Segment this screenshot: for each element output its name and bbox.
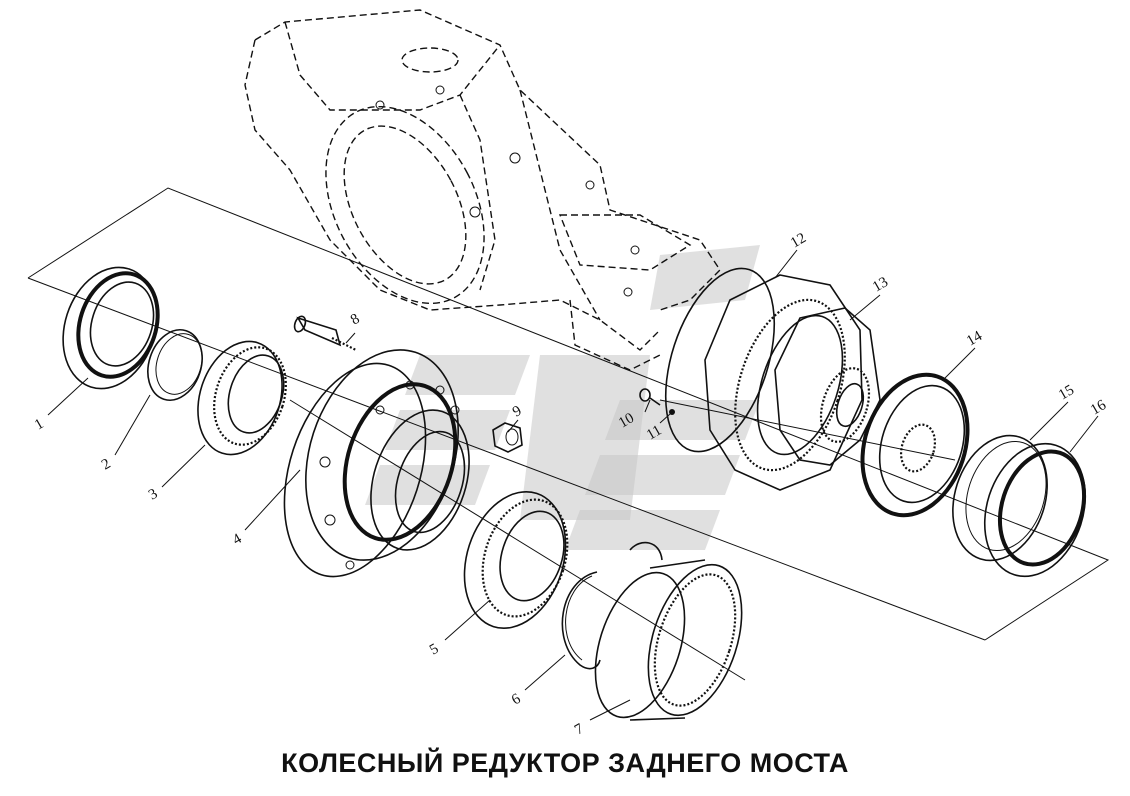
- ring-gear-icon-7: [594, 541, 743, 721]
- nut-icon-9: [492, 422, 523, 453]
- ball-icon-11: [669, 409, 675, 415]
- callout-1: 1: [32, 416, 46, 434]
- stud-icon-8: [293, 315, 357, 351]
- callout-15: 15: [1056, 382, 1077, 403]
- callout-2: 2: [99, 456, 113, 474]
- base-plane: [27, 187, 1110, 641]
- sun-gear-icon-14: [860, 372, 970, 518]
- callout-3: 3: [146, 486, 160, 504]
- callout-13: 13: [870, 274, 891, 295]
- leader-lines: [47, 249, 1099, 721]
- seal-icon-1: [62, 266, 160, 390]
- center-axis: [289, 399, 746, 681]
- callout-10: 10: [616, 410, 637, 431]
- ring-icon-2: [147, 329, 203, 401]
- screw-icon-10: [639, 388, 661, 406]
- circlip-icon-6: [561, 571, 601, 670]
- carrier-icon-13: [774, 307, 881, 466]
- callout-16: 16: [1088, 397, 1109, 419]
- callout-9: 9: [510, 403, 524, 421]
- callout-4: 4: [230, 531, 245, 549]
- cover-icon-12: [664, 267, 863, 491]
- diagram-title: КОЛЕСНЫЙ РЕДУКТОР ЗАДНЕГО МОСТА: [281, 748, 849, 778]
- ring-icon-16: [983, 442, 1087, 578]
- bearing-icon-5: [463, 490, 569, 630]
- callout-7: 7: [572, 721, 587, 739]
- bearing-icon-3: [197, 340, 287, 456]
- callout-14: 14: [964, 328, 985, 350]
- oring-icon-15: [952, 434, 1048, 562]
- axle-housing-icon: [244, 9, 721, 371]
- callout-8: 8: [348, 311, 362, 329]
- hub-icon-4: [283, 349, 470, 578]
- callout-6: 6: [509, 691, 524, 709]
- callout-5: 5: [427, 641, 441, 659]
- center-axis-right: [659, 399, 956, 461]
- callout-12: 12: [788, 230, 809, 251]
- watermark-logo: [365, 245, 760, 550]
- callout-11: 11: [644, 422, 665, 443]
